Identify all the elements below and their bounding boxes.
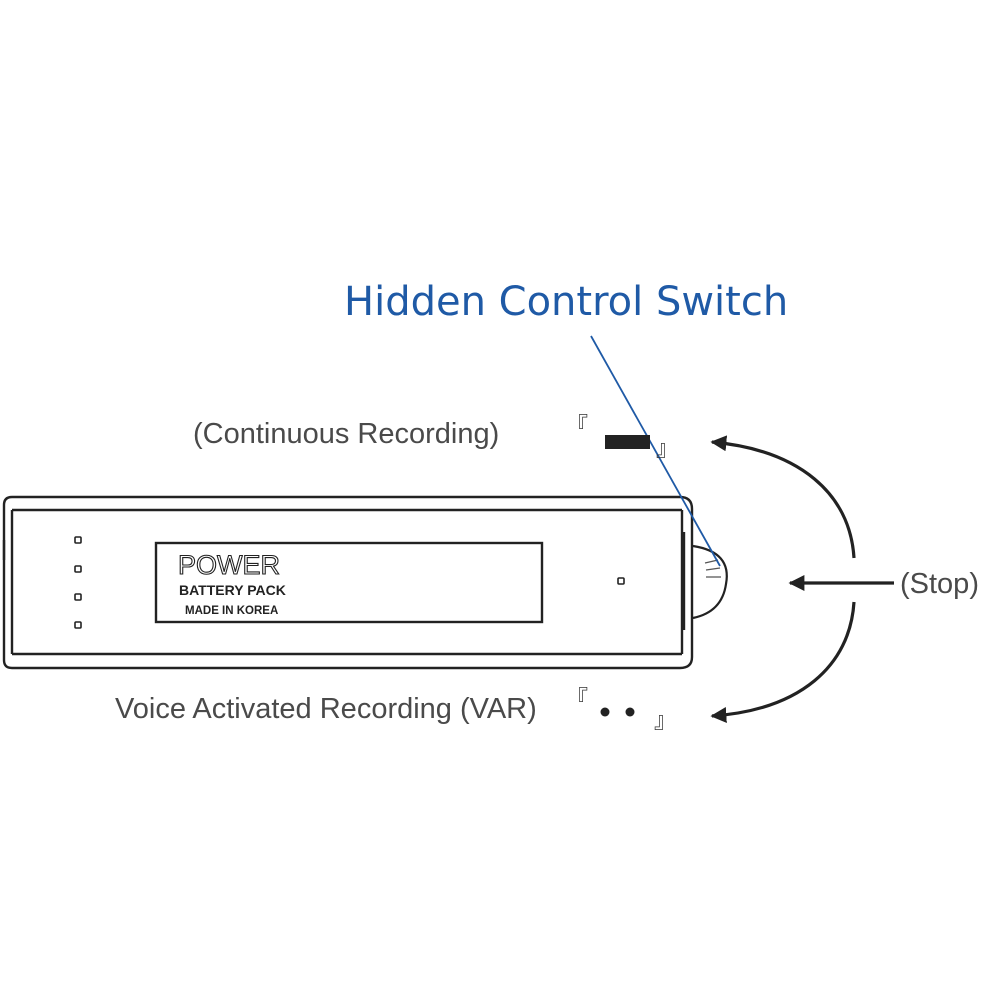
continuous-bracket-open: 『 [566,414,588,439]
led-dot [617,577,625,585]
led-dot [74,593,82,601]
control-switch-knob[interactable] [692,544,728,620]
arrow-to-continuous [710,435,856,559]
var-bracket-open: 『 [566,687,588,712]
arrow-to-var [710,601,856,723]
control-switch-knob-ridge [704,559,721,578]
led-dot [74,621,82,629]
continuous-dash-symbol [605,435,650,449]
led-dots [74,536,625,629]
continuous-bracket-close: 』 [656,437,678,462]
diagram-title: Hidden Control Switch [344,279,788,325]
stop-label: (Stop) [900,568,979,600]
title-pointer-line [590,335,721,567]
device-label-panel [154,541,544,624]
led-dot [74,565,82,573]
device-brand: POWER [178,550,280,580]
device-label-line2: MADE IN KOREA [185,605,278,617]
var-dot-symbol [625,707,635,717]
continuous-recording-label: (Continuous Recording) [193,418,499,450]
device-outer-shell [2,495,694,670]
battery-pack-device: POWER BATTERY PACK MADE IN KOREA [2,495,728,670]
var-recording-label: Voice Activated Recording (VAR) [115,693,537,725]
device-label-line1: BATTERY PACK [179,582,286,598]
led-dot [74,536,82,544]
var-dot-symbol [600,707,610,717]
var-bracket-close: 』 [654,709,676,734]
